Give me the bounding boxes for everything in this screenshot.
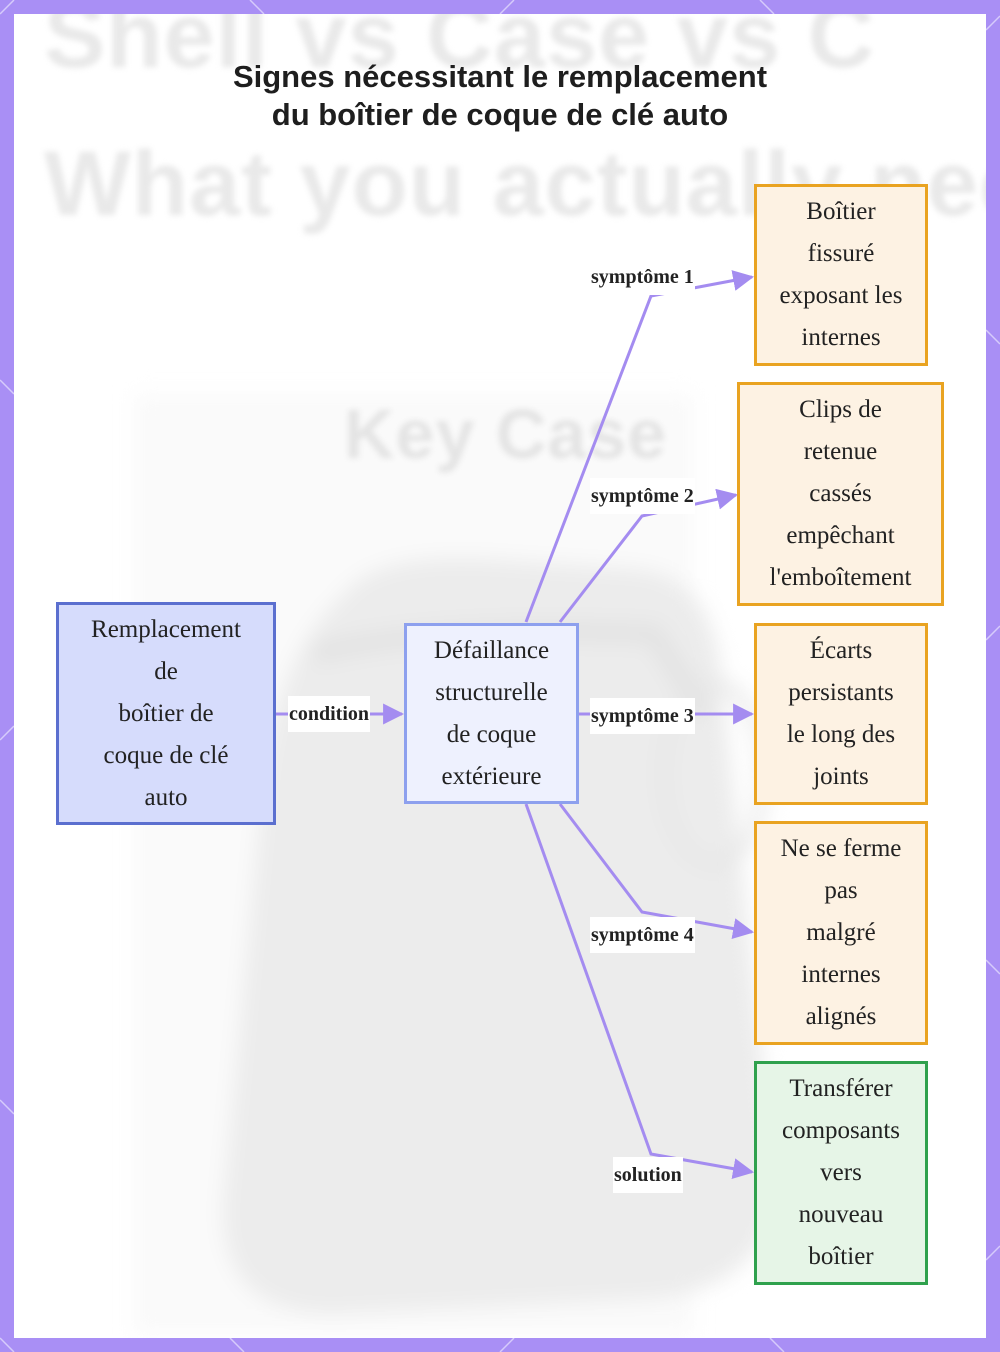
node-solution-line-5: boîtier	[808, 1243, 874, 1270]
node-solution: Transférer composants vers nouveau boîti…	[754, 1061, 928, 1285]
node-root-line-5: auto	[144, 783, 188, 811]
node-failure-line-1: Défaillance	[433, 636, 550, 664]
node-symptom1-line-3: exposant les	[779, 282, 903, 309]
node-symptom3-line-2: persistants	[788, 679, 894, 706]
node-symptom1-line-4: internes	[801, 324, 881, 351]
node-symptom2-line-4: empêchant	[786, 522, 895, 549]
node-symptom4-line-4: internes	[801, 961, 881, 988]
node-failure-line-3: de coque	[446, 720, 537, 748]
edge-symptom-4	[558, 803, 755, 939]
node-root-line-3: boîtier de	[118, 699, 214, 727]
node-root-line-2: de	[154, 657, 178, 685]
node-root-line-1: Remplacement	[91, 615, 241, 643]
edge-label-symptom-3: symptôme 3	[590, 698, 695, 734]
node-symptom2-line-1: Clips de	[799, 396, 882, 423]
node-symptom3-line-3: le long des	[786, 721, 896, 748]
node-failure-line-4: extérieure	[441, 762, 542, 790]
node-failure-line-2: structurelle	[435, 678, 548, 706]
node-symptome-3: Écarts persistants le long des joints	[754, 623, 928, 805]
title-line-2: du boîtier de coque de clé auto	[271, 97, 729, 132]
edge-symptom-2	[558, 488, 739, 623]
node-symptom1-line-1: Boîtier	[806, 198, 876, 225]
diagram-canvas: Shell vs Case vs C What you actually nee…	[14, 14, 986, 1338]
node-root-line-4: coque de clé	[103, 741, 229, 769]
edge-label-symptom-1: symptôme 1	[590, 259, 695, 295]
node-remplacement-boitier: Remplacement de boîtier de coque de clé …	[56, 602, 276, 825]
node-solution-line-3: vers	[820, 1159, 862, 1186]
edge-label-condition: condition	[288, 696, 371, 732]
node-symptom4-line-1: Ne se ferme	[780, 835, 902, 862]
edge-label-symptom-4: symptôme 4	[590, 917, 695, 953]
node-symptome-1: Boîtier fissuré exposant les internes	[754, 184, 928, 366]
edge-label-symptom-2: symptôme 2	[590, 478, 695, 514]
node-symptom4-line-3: malgré	[806, 919, 876, 946]
node-symptom2-line-5: l'emboîtement	[769, 564, 912, 591]
node-symptom1-line-2: fissuré	[807, 240, 875, 267]
edge-label-solution: solution	[613, 1157, 683, 1193]
node-solution-line-2: composants	[781, 1117, 901, 1144]
title-line-1: Signes nécessitant le remplacement	[232, 59, 768, 94]
node-symptom3-line-1: Écarts	[809, 637, 873, 664]
edge-solution	[524, 803, 755, 1180]
node-symptom2-line-3: cassés	[809, 480, 872, 507]
background-text-3: Key Case	[344, 395, 668, 473]
key-fob-photo	[134, 394, 775, 1334]
node-symptom2-line-2: retenue	[803, 438, 878, 465]
node-solution-line-1: Transférer	[789, 1075, 893, 1102]
node-defaillance-structurelle: Défaillance structurelle de coque extéri…	[404, 623, 579, 804]
edge-symptom-1	[524, 270, 755, 623]
diagram-title: Signes nécessitant le remplacement du bo…	[14, 58, 986, 134]
node-symptom4-line-2: pas	[824, 877, 858, 904]
background-text-1: Shell vs Case vs C	[44, 14, 876, 87]
node-symptome-2: Clips de retenue cassés empêchant l'embo…	[737, 382, 944, 606]
node-symptom4-line-5: alignés	[805, 1003, 877, 1030]
node-solution-line-4: nouveau	[798, 1201, 884, 1228]
node-symptome-4: Ne se ferme pas malgré internes alignés	[754, 821, 928, 1045]
blurred-background-photo: Shell vs Case vs C What you actually nee…	[14, 14, 986, 1338]
node-symptom3-line-4: joints	[813, 763, 869, 790]
